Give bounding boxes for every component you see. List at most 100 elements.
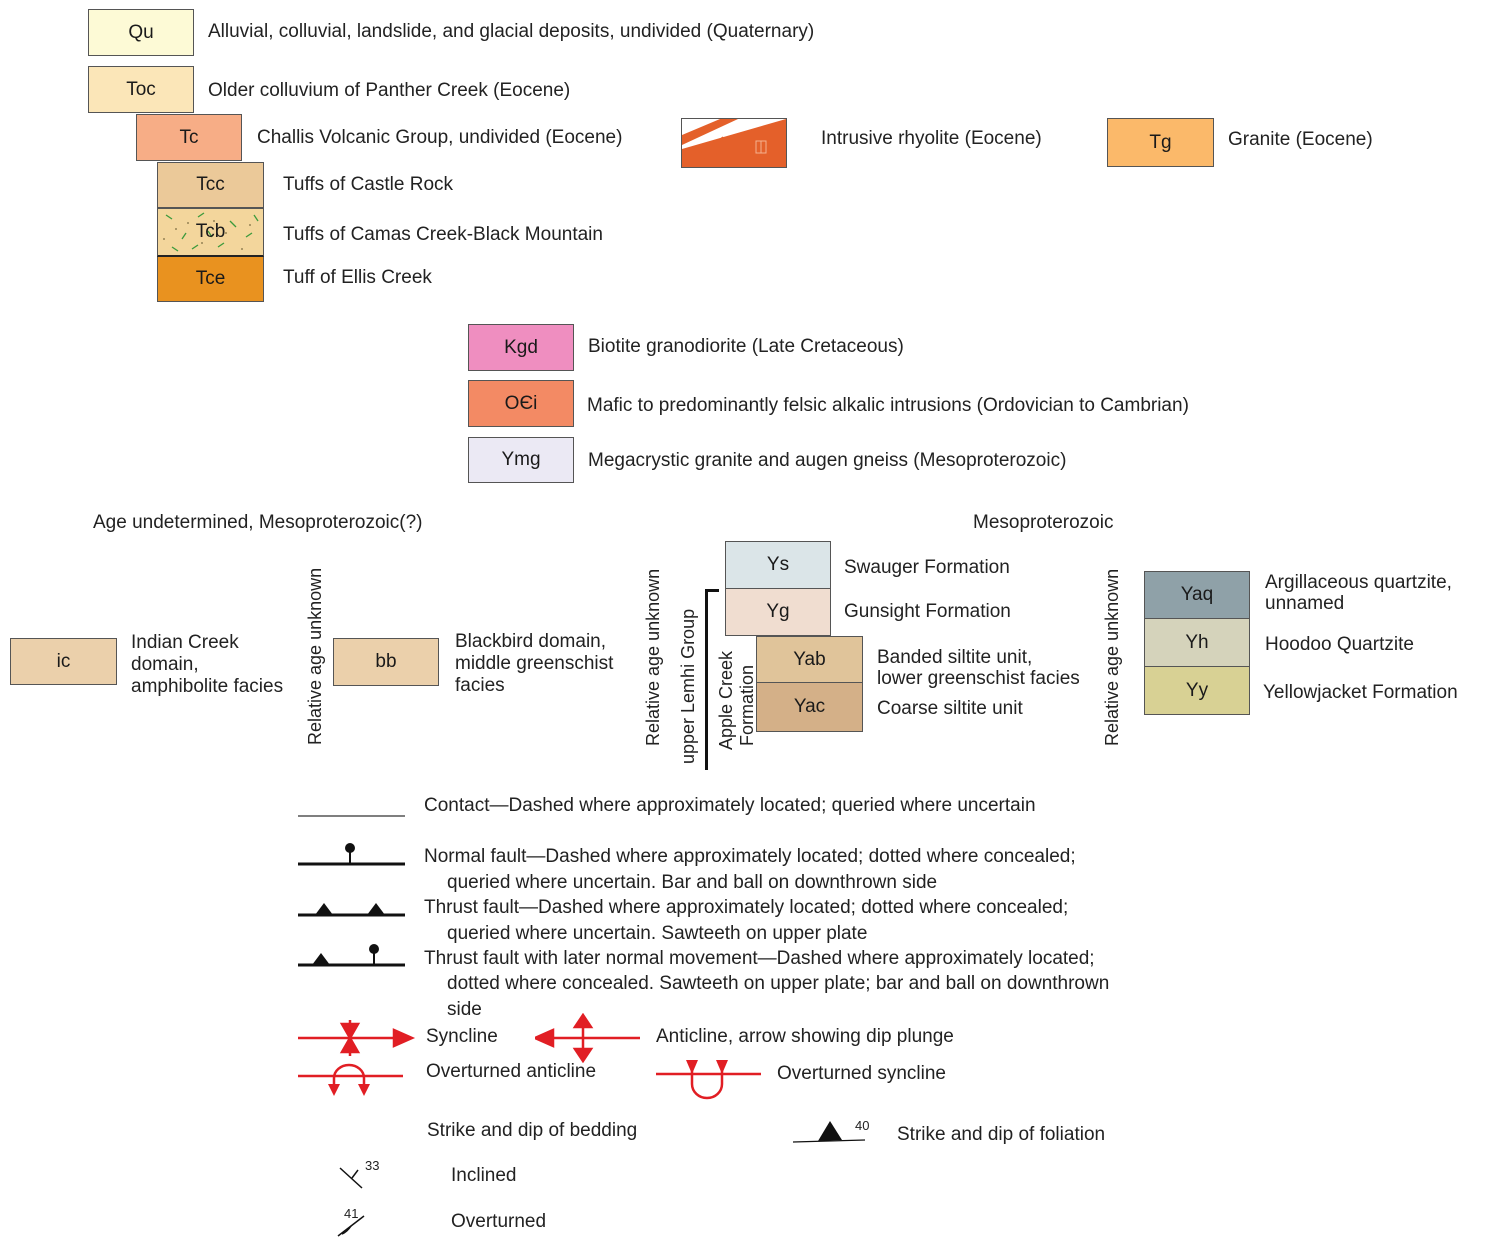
unit-label-tcc: Tcc: [196, 174, 225, 195]
unit-desc-yac: Coarse siltite unit: [877, 698, 1023, 719]
inclined-value: 33: [365, 1158, 380, 1173]
unit-label-yaq: Yaq: [1180, 584, 1214, 605]
unit-label-tce: Tce: [195, 268, 226, 289]
unit-desc-ic-3: amphibolite facies: [131, 676, 284, 697]
unit-label-ic: ic: [56, 650, 71, 672]
unit-box-tcc: Tcc: [157, 162, 264, 208]
unit-desc-yg: Gunsight Formation: [844, 601, 1011, 622]
unit-desc-toc: Older colluvium of Panther Creek (Eocene…: [208, 80, 571, 101]
unit-desc-ic-2: domain,: [131, 654, 199, 675]
unit-box-kgd: Kgd: [468, 324, 574, 371]
unit-box-tcb: Tcb: [157, 208, 264, 257]
unit-label-yy: Yy: [1185, 679, 1209, 701]
heading-mesoproterozoic: Mesoproterozoic: [973, 512, 1114, 533]
unit-desc-yab-2: lower greenschist facies: [877, 668, 1080, 689]
overturned-bedding-symbol: [337, 1215, 365, 1237]
unit-desc-yaq-2: unnamed: [1265, 593, 1345, 614]
apple-creek-label-2: Formation: [737, 664, 757, 746]
unit-box-yaq: Yaq: [1144, 571, 1250, 619]
normal-fault-desc-1: Normal fault—Dashed where approximately …: [424, 846, 1076, 867]
unit-box-yab: Yab: [756, 636, 863, 683]
upper-lemhi-label: upper Lemhi Group: [678, 608, 698, 764]
unit-desc-tcc: Tuffs of Castle Rock: [283, 174, 454, 195]
anticline-symbol: [535, 1013, 640, 1063]
thrust-fault-desc-1: Thrust fault—Dashed where approximately …: [424, 897, 1069, 918]
unit-box-rhyolite: [681, 118, 787, 168]
unit-box-ic: ic: [10, 638, 117, 685]
unit-box-yy: Yy: [1144, 666, 1250, 715]
unit-label-ys: Ys: [766, 554, 790, 575]
unit-label-yg: Yg: [766, 601, 790, 622]
tcb-pattern: [163, 212, 259, 252]
unit-box-yac: Yac: [756, 682, 863, 732]
syncline-symbol: [298, 1020, 416, 1056]
unit-box-yg: Yg: [725, 588, 831, 636]
unit-desc-yh: Hoodoo Quartzite: [1265, 634, 1414, 655]
overturned-anticline-symbol: [298, 1063, 403, 1096]
unit-desc-tce: Tuff of Ellis Creek: [283, 267, 432, 288]
unit-box-yh: Yh: [1144, 618, 1250, 667]
unit-desc-tc: Challis Volcanic Group, undivided (Eocen…: [257, 127, 623, 148]
inclined-desc: Inclined: [451, 1165, 517, 1186]
inclined-bedding-symbol: [339, 1167, 363, 1189]
unit-box-qu: Qu: [88, 9, 194, 56]
syncline-desc: Syncline: [426, 1026, 498, 1047]
unit-label-oci: OЄi: [504, 392, 538, 414]
rhyolite-pattern: [682, 119, 786, 167]
unit-box-toc: Toc: [88, 66, 194, 113]
unit-label-tg: Tg: [1149, 131, 1172, 153]
unit-desc-rhyolite: Intrusive rhyolite (Eocene): [821, 128, 1042, 149]
thrust-normal-desc-2: dotted where concealed. Sawteeth on uppe…: [447, 973, 1110, 994]
unit-desc-bb-2: middle greenschist: [455, 653, 614, 674]
unit-label-tc: Tc: [179, 126, 199, 148]
unit-desc-ymg: Megacrystic granite and augen gneiss (Me…: [588, 450, 1067, 471]
unit-desc-oci: Mafic to predominantly felsic alkalic in…: [587, 395, 1189, 416]
unit-label-bb: bb: [375, 651, 397, 672]
relative-age-label-3: Relative age unknown: [1102, 568, 1122, 746]
normal-fault-symbol: [298, 843, 405, 866]
thrust-normal-desc-1: Thrust fault with later normal movement—…: [424, 948, 1095, 969]
unit-label-yh: Yh: [1185, 631, 1209, 653]
relative-age-label-2: Relative age unknown: [643, 568, 663, 746]
unit-box-ys: Ys: [725, 541, 831, 589]
anticline-desc: Anticline, arrow showing dip plunge: [656, 1026, 954, 1047]
unit-label-ymg: Ymg: [501, 449, 541, 470]
unit-box-oci: OЄi: [468, 380, 574, 427]
unit-desc-yaq-1: Argillaceous quartzite,: [1265, 572, 1452, 593]
unit-desc-yab-1: Banded siltite unit,: [877, 647, 1033, 668]
unit-desc-bb-1: Blackbird domain,: [455, 631, 607, 652]
unit-desc-tcb: Tuffs of Camas Creek-Black Mountain: [283, 224, 603, 245]
foliation-symbol: [793, 1121, 866, 1143]
upper-lemhi-bracket: [705, 589, 719, 770]
normal-fault-desc-2: queried where uncertain. Bar and ball on…: [447, 872, 938, 893]
unit-desc-qu: Alluvial, colluvial, landslide, and glac…: [208, 21, 815, 42]
overturned-syncline-desc: Overturned syncline: [777, 1063, 946, 1084]
contact-symbol: [298, 815, 405, 817]
unit-box-ymg: Ymg: [468, 437, 574, 483]
unit-box-tce: Tce: [157, 257, 264, 302]
unit-box-bb: bb: [333, 638, 439, 686]
thrust-fault-symbol: [298, 903, 405, 917]
thrust-fault-desc-2: queried where uncertain. Sawteeth on upp…: [447, 923, 868, 944]
unit-desc-ys: Swauger Formation: [844, 557, 1010, 578]
unit-label-toc: Toc: [126, 78, 156, 100]
unit-desc-ic-1: Indian Creek: [131, 632, 239, 653]
unit-label-yac: Yac: [793, 696, 826, 717]
overturned-desc: Overturned: [451, 1211, 547, 1232]
unit-label-yab: Yab: [793, 648, 826, 670]
unit-desc-kgd: Biotite granodiorite (Late Cretaceous): [588, 336, 904, 357]
unit-box-tg: Tg: [1107, 118, 1214, 167]
contact-desc: Contact—Dashed where approximately locat…: [424, 795, 1036, 816]
thrust-normal-desc-3: side: [447, 999, 482, 1020]
relative-age-label-1: Relative age unknown: [305, 567, 325, 745]
overturned-anticline-desc: Overturned anticline: [426, 1061, 597, 1082]
thrust-normal-fault-symbol: [298, 944, 405, 967]
foliation-label: Strike and dip of foliation: [897, 1124, 1106, 1145]
bedding-heading: Strike and dip of bedding: [427, 1120, 638, 1141]
unit-label-qu: Qu: [128, 21, 154, 43]
unit-desc-tg: Granite (Eocene): [1228, 129, 1373, 150]
unit-label-kgd: Kgd: [504, 336, 538, 358]
overturned-syncline-symbol: [656, 1060, 761, 1100]
foliation-value: 40: [855, 1118, 870, 1133]
unit-box-tc: Tc: [136, 114, 242, 161]
